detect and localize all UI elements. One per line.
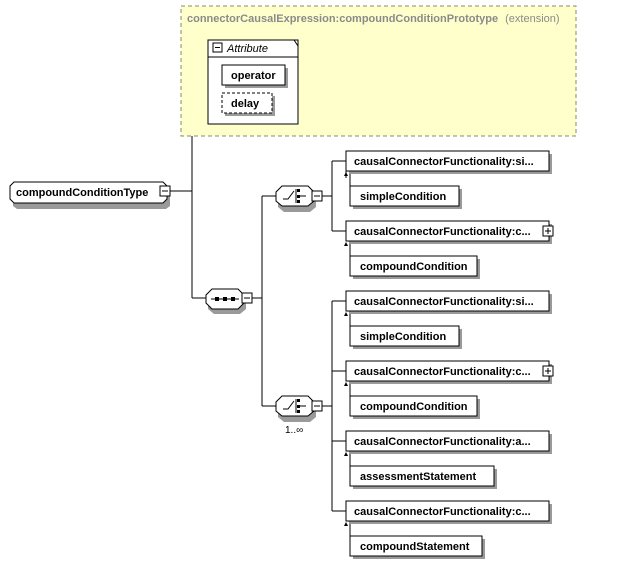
element-label: assessmentStatement [360,471,477,483]
choice2-element-4[interactable]: compoundStatement [349,524,485,559]
choice2-group-3[interactable]: causalConnectorFunctionality:a... [344,430,552,456]
element-label: compoundStatement [360,541,470,553]
extension-suffix: (extension) [505,13,559,25]
group-label: causalConnectorFunctionality:c... [354,226,531,238]
group-label: causalConnectorFunctionality:a... [354,436,531,448]
element-label: simpleCondition [360,191,446,203]
element-label: compoundCondition [360,401,468,413]
root-element[interactable]: compoundConditionType [9,181,171,209]
choice2-element-1[interactable]: simpleCondition [349,314,462,349]
choice1-group-1[interactable]: causalConnectorFunctionality:si... [344,150,552,178]
choice-compositor-1[interactable] [275,185,323,212]
choice2-group-4[interactable]: causalConnectorFunctionality:c... [344,500,552,526]
choice2-group-2[interactable]: causalConnectorFunctionality:c... [344,360,554,386]
choice2-element-3[interactable]: assessmentStatement [349,454,497,489]
root-element-label: compoundConditionType [16,187,148,199]
group-label: causalConnectorFunctionality:c... [354,366,531,378]
attribute-operator[interactable] [221,64,286,86]
choice1-element-1[interactable]: simpleCondition [349,174,462,209]
group-label: causalConnectorFunctionality:c... [354,506,531,518]
choice2-cardinality: 1..∞ [285,425,303,436]
sequence-compositor[interactable] [205,288,253,314]
choice-compositor-2[interactable]: 1..∞ [275,395,323,436]
choice1-group-2[interactable]: causalConnectorFunctionality:c... [344,220,554,246]
attribute-operator-label: operator [231,70,276,82]
element-label: compoundCondition [360,261,468,273]
attribute-delay[interactable] [221,92,273,114]
element-label: simpleCondition [360,331,446,343]
choice2-element-2[interactable]: compoundCondition [349,384,480,419]
extension-title: connectorCausalExpression:compoundCondit… [187,13,498,25]
attribute-group-label: Attribute [226,43,268,55]
svg-text:connectorCausalExpression:comp: connectorCausalExpression:compoundCondit… [187,13,560,25]
extension-group: connectorCausalExpression:compoundCondit… [180,5,577,137]
connector-lines [170,81,346,512]
attribute-group: Attribute operator delay [207,39,299,125]
attribute-delay-label: delay [231,98,260,110]
choice1-element-2[interactable]: compoundCondition [349,244,480,279]
group-label: causalConnectorFunctionality:si... [354,156,534,168]
group-label: causalConnectorFunctionality:si... [354,296,534,308]
choice2-group-1[interactable]: causalConnectorFunctionality:si... [344,290,552,316]
